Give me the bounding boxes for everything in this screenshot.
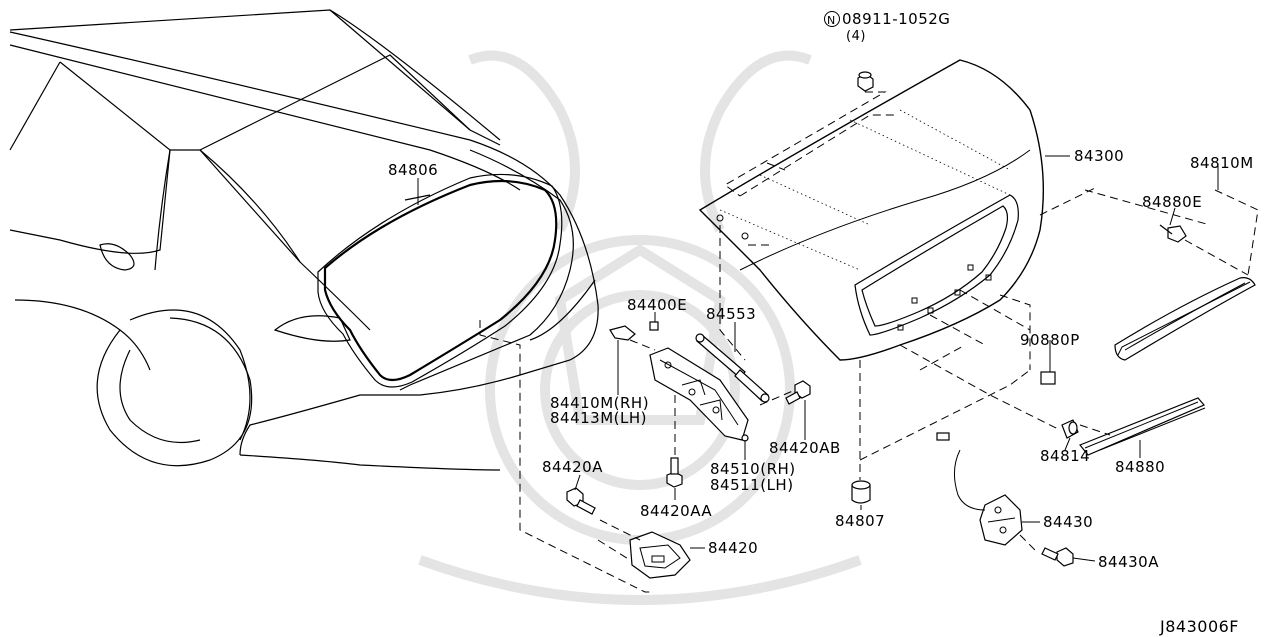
- label-84510: 84510(RH): [710, 460, 796, 478]
- label-84806: 84806: [388, 161, 438, 179]
- label-84420AA: 84420AA: [640, 502, 712, 520]
- lock-84430: [936, 432, 1023, 546]
- label-84814: 84814: [1040, 447, 1090, 465]
- label-84430A: 84430A: [1098, 553, 1159, 571]
- label-84880E: 84880E: [1142, 193, 1202, 211]
- label-84420AB: 84420AB: [769, 439, 841, 457]
- label-84430: 84430: [1043, 513, 1093, 531]
- weatherstrip-84806: [317, 173, 563, 388]
- label-84511: 84511(LH): [710, 476, 794, 494]
- label-84810M: 84810M: [1190, 154, 1254, 172]
- part-labels: 08911-1052G (4) 84806 84300 84810M 84880…: [388, 10, 1254, 636]
- hinge-bracket-small: [609, 325, 636, 341]
- label-84880: 84880: [1115, 458, 1165, 476]
- label-84300: 84300: [1074, 147, 1124, 165]
- leader-lines: [417, 155, 1219, 562]
- striker-84420: [629, 531, 691, 579]
- grommet-84814: [1061, 419, 1079, 439]
- label-84413M: 84413M(LH): [550, 409, 647, 427]
- label-84410M: 84410M(RH): [550, 394, 649, 412]
- diagram-id: J843006F: [1159, 617, 1239, 636]
- finisher-84810M: [1114, 277, 1256, 361]
- clip-84880E: [1159, 224, 1187, 243]
- bolt-84420AB: [785, 380, 811, 405]
- hinge-assembly: [649, 347, 749, 442]
- label-nut-qty: (4): [846, 29, 866, 44]
- bumper-rubber-84807: [851, 480, 871, 504]
- guide-lines: [479, 91, 1259, 593]
- svg-text:N: N: [827, 14, 836, 27]
- nut-08911: N: [824, 11, 874, 92]
- label-84420: 84420: [708, 539, 758, 557]
- car-body: [9, 9, 599, 471]
- bumper-rubber-84400E: [649, 321, 659, 331]
- label-84420A: 84420A: [542, 458, 603, 476]
- label-84400E: 84400E: [627, 296, 687, 314]
- label-90880P: [1040, 371, 1056, 385]
- bolt-84420AA: [666, 457, 683, 488]
- gas-stay-84553: [695, 333, 770, 403]
- label-84553: 84553: [706, 305, 756, 323]
- finisher-84880: [1079, 397, 1206, 456]
- bolt-84430A: [1041, 547, 1074, 567]
- label-84807: 84807: [835, 512, 885, 530]
- label-90880P: 90880P: [1020, 331, 1080, 349]
- label-nut: 08911-1052G: [842, 10, 950, 28]
- bolt-84420A: [566, 487, 596, 515]
- trunk-lid-84300: [698, 59, 1045, 361]
